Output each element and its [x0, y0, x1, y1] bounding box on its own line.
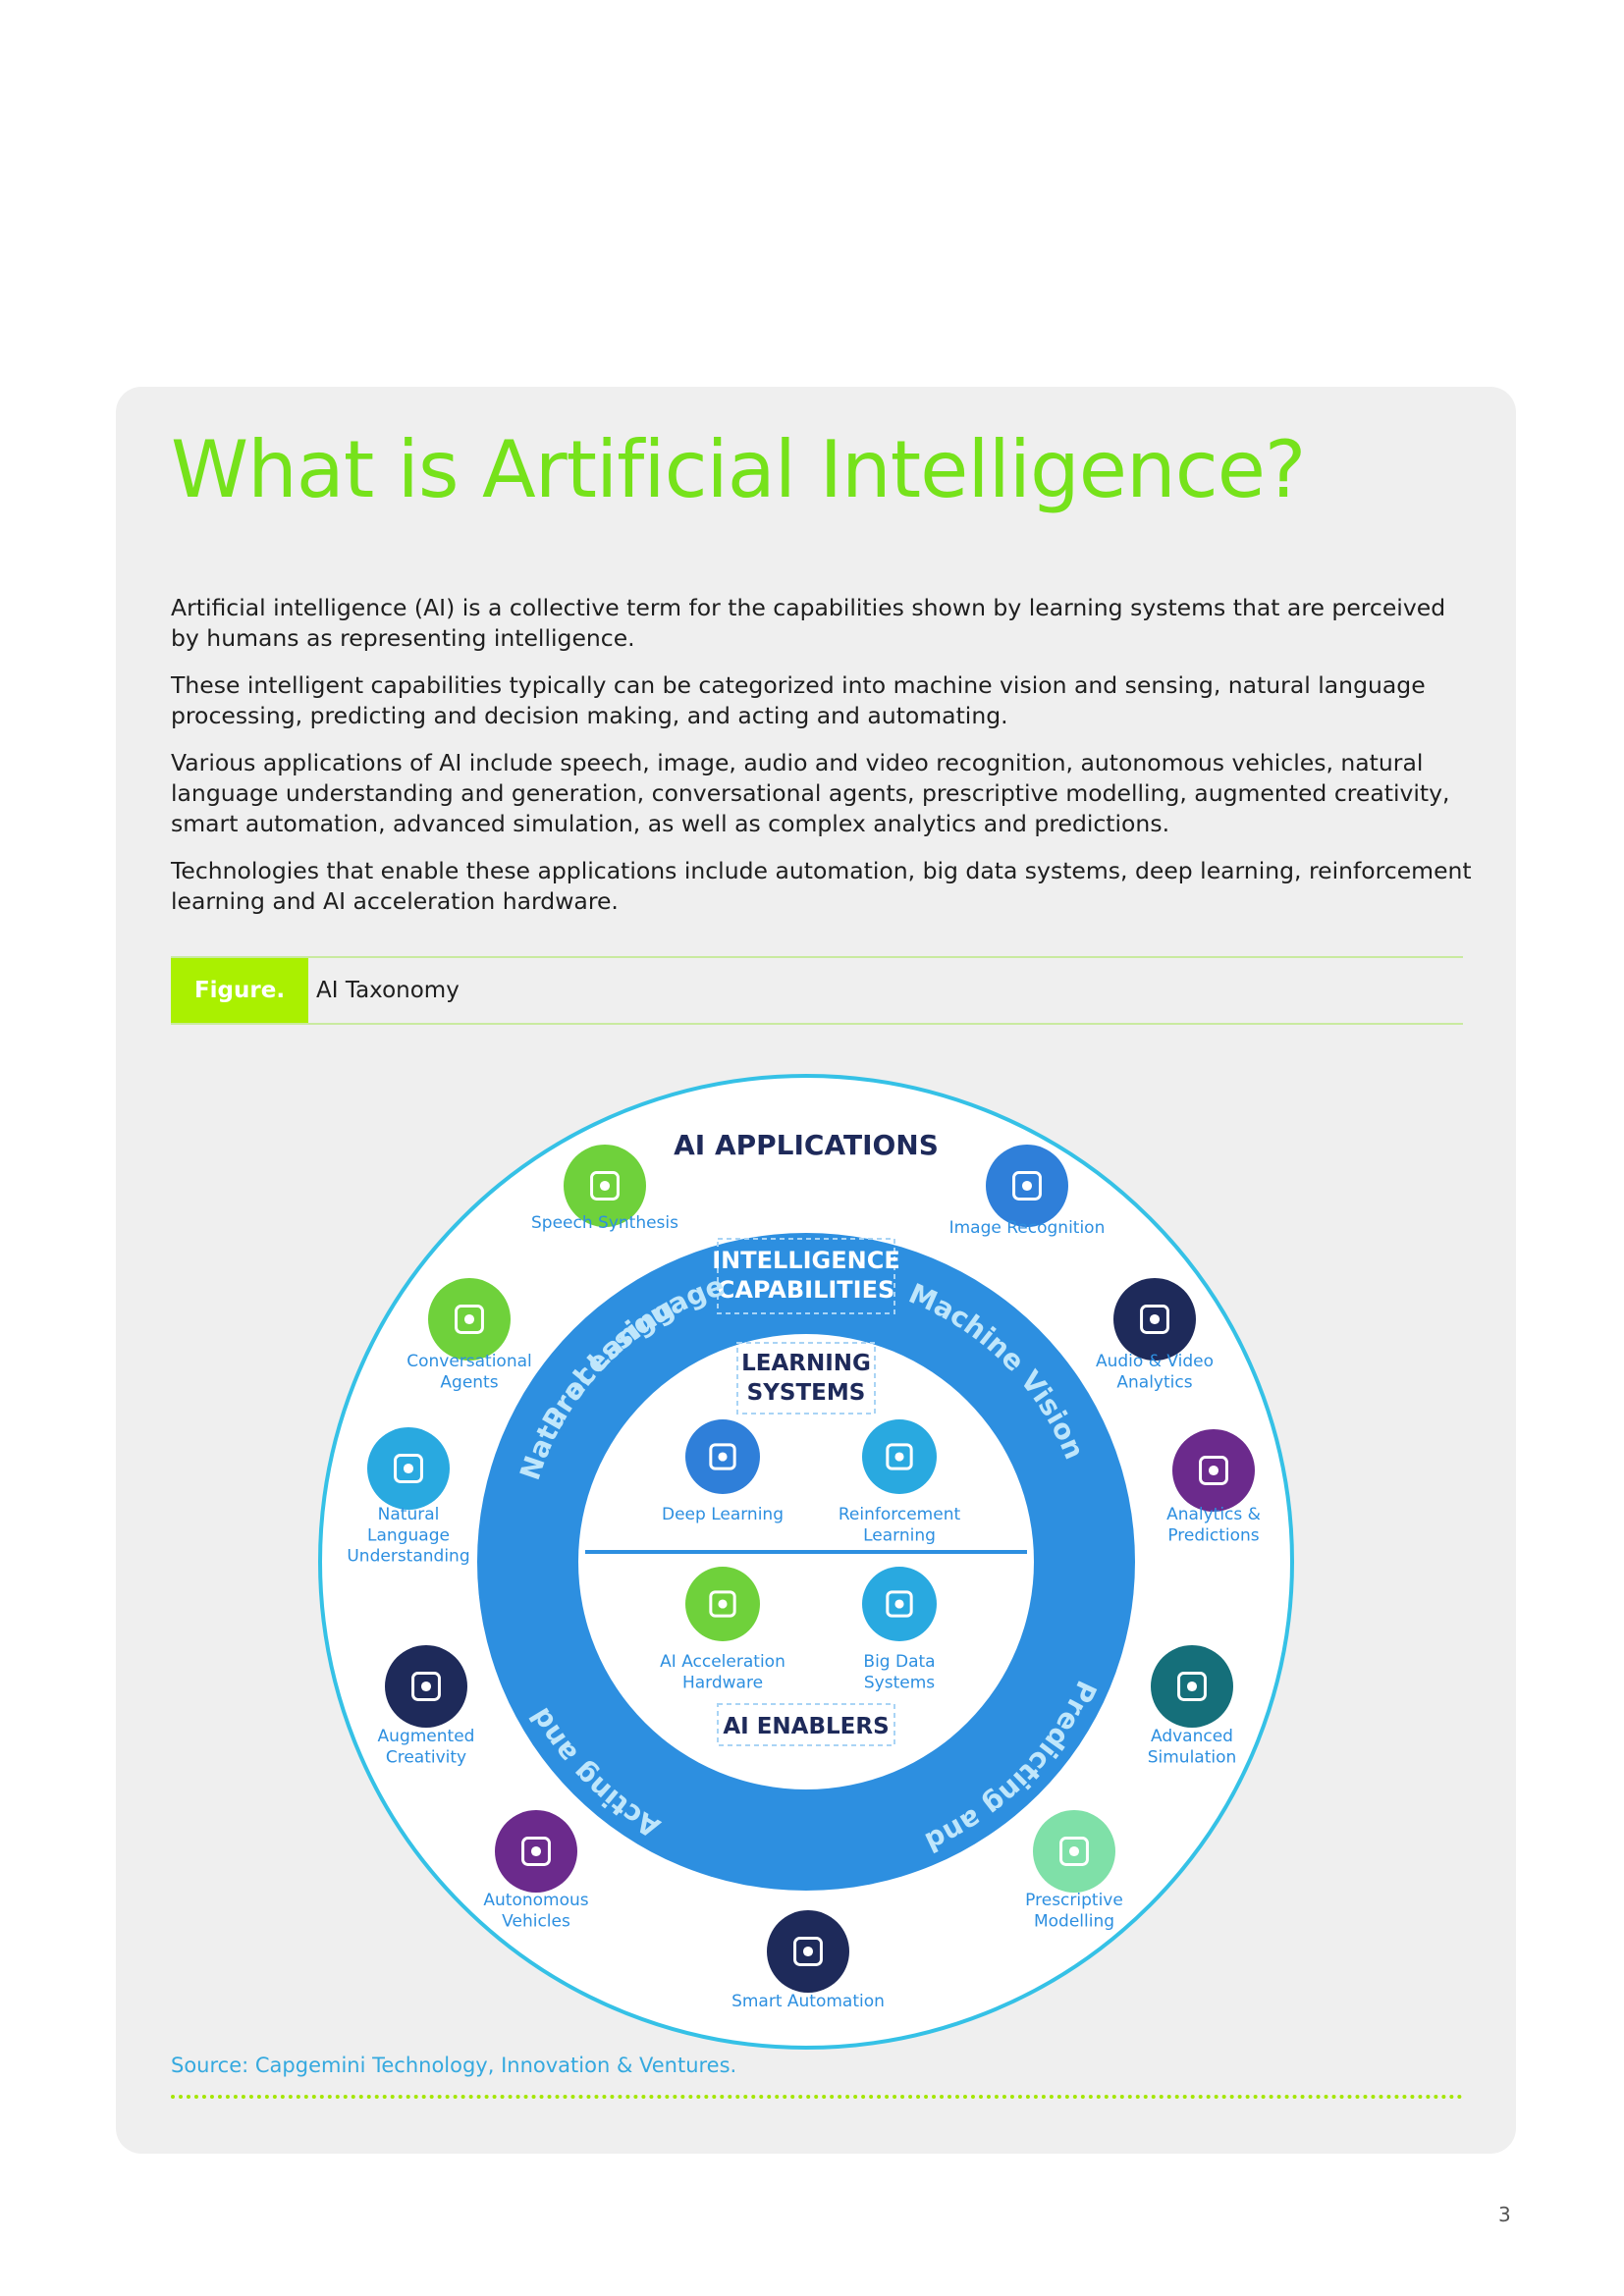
figure-caption-bar: Figure. AI Taxonomy	[171, 956, 1463, 1025]
item-label: Predictions	[1167, 1525, 1259, 1545]
paragraph: Technologies that enable these applicati…	[171, 857, 1472, 915]
item-label: Systems	[864, 1673, 935, 1692]
icon-glyph-dot	[1068, 1845, 1080, 1857]
icon-glyph	[709, 1443, 736, 1470]
item-label: Simulation	[1148, 1747, 1237, 1767]
item-label: Analytics	[1116, 1372, 1192, 1392]
item-label: Prescriptive	[1025, 1891, 1123, 1910]
capabilities-box	[717, 1238, 895, 1314]
item-label: Deep Learning	[662, 1505, 784, 1524]
item-label: AI Acceleration	[660, 1652, 785, 1672]
enablers-box	[717, 1703, 895, 1746]
learning-title: SYSTEMS	[747, 1380, 866, 1406]
icon-glyph	[521, 1837, 551, 1866]
item-label: Language	[367, 1525, 450, 1545]
paragraph: These intelligent capabilities typically…	[171, 671, 1426, 729]
diagram-item: Speech Synthesis	[531, 1141, 678, 1233]
icon-glyph-dot	[599, 1180, 611, 1192]
item-label: Creativity	[386, 1747, 466, 1767]
icon-glyph	[793, 1937, 823, 1966]
icon-glyph	[886, 1443, 913, 1470]
icon-glyph	[590, 1171, 620, 1201]
item-label: Agents	[440, 1372, 498, 1392]
item-label: Big Data	[863, 1652, 935, 1672]
learning-title: LEARNING	[741, 1351, 871, 1376]
item-label: Conversational	[406, 1352, 532, 1371]
ai-applications: Speech Synthesis Image RecognitionConvers…	[347, 1141, 1261, 2011]
icon-glyph-dot	[530, 1845, 542, 1857]
icon-glyph-dot	[1186, 1681, 1198, 1692]
icon-glyph-dot	[1208, 1465, 1219, 1476]
item-label: Augmented	[378, 1727, 475, 1746]
icon-glyph	[394, 1454, 423, 1483]
item-label: Advanced	[1151, 1727, 1233, 1746]
page-number: 3	[1498, 2203, 1511, 2226]
item-label: Natural	[378, 1505, 440, 1524]
page-title: What is Artificial Intelligence?	[171, 424, 1306, 515]
icon-glyph-dot	[1149, 1313, 1161, 1325]
item-label: Modelling	[1034, 1911, 1114, 1931]
icon-glyph	[1140, 1305, 1169, 1334]
paragraph: Artificial intelligence (AI) is a collec…	[171, 594, 1446, 652]
icon-glyph	[1199, 1456, 1228, 1485]
item-label: Smart Automation	[731, 1992, 885, 2011]
icon-glyph	[411, 1672, 441, 1701]
item-label: Speech Synthesis	[531, 1213, 678, 1233]
diagram-item: Smart Automation	[731, 1906, 885, 2011]
item-label: Learning	[863, 1525, 936, 1545]
diagram-item: Analytics &Predictions	[1166, 1425, 1261, 1545]
figure-source: Source: Capgemini Technology, Innovation…	[171, 2054, 737, 2077]
paragraph: Various applications of AI include speec…	[171, 749, 1450, 837]
icon-glyph-dot	[894, 1452, 904, 1462]
icon-glyph-dot	[802, 1946, 814, 1957]
capabilities-title: INTELLIGENCE	[712, 1247, 899, 1274]
icon-glyph-dot	[403, 1463, 414, 1474]
intro-text: Artificial intelligence (AI) is a collec…	[171, 593, 1477, 934]
ai-taxonomy-diagram: AI APPLICATIONS INTELLIGENCE CAPABILITIE…	[318, 1074, 1294, 2050]
item-label: Image Recognition	[949, 1218, 1106, 1238]
figure-label: Figure.	[171, 958, 308, 1023]
icon-glyph	[1012, 1171, 1042, 1201]
figure-title: AI Taxonomy	[316, 978, 460, 1003]
icon-glyph-dot	[1021, 1180, 1033, 1192]
icon-glyph	[455, 1305, 484, 1334]
item-label: Audio & Video	[1096, 1352, 1214, 1371]
capabilities-title: CAPABILITIES	[718, 1276, 895, 1304]
icon-glyph	[1177, 1672, 1207, 1701]
icon-glyph	[886, 1590, 913, 1618]
icon-glyph	[1059, 1837, 1089, 1866]
dotted-divider	[171, 2095, 1463, 2099]
item-label: Reinforcement	[839, 1505, 961, 1524]
icon-glyph	[709, 1590, 736, 1618]
applications-title: AI APPLICATIONS	[674, 1129, 939, 1161]
diagram-item: Deep Learning	[662, 1415, 784, 1524]
icon-glyph-dot	[894, 1599, 904, 1609]
icon-glyph-dot	[718, 1452, 728, 1462]
item-label: Autonomous	[483, 1891, 588, 1910]
item-label: Vehicles	[502, 1911, 570, 1931]
item-label: Hardware	[682, 1673, 763, 1692]
icon-glyph-dot	[463, 1313, 475, 1325]
item-label: Analytics &	[1166, 1505, 1261, 1524]
icon-glyph-dot	[420, 1681, 432, 1692]
icon-glyph-dot	[718, 1599, 728, 1609]
enablers-title: AI ENABLERS	[723, 1714, 889, 1739]
learning-box	[736, 1342, 876, 1415]
diagram-item: Image Recognition	[949, 1141, 1106, 1238]
item-label: Understanding	[347, 1547, 469, 1567]
